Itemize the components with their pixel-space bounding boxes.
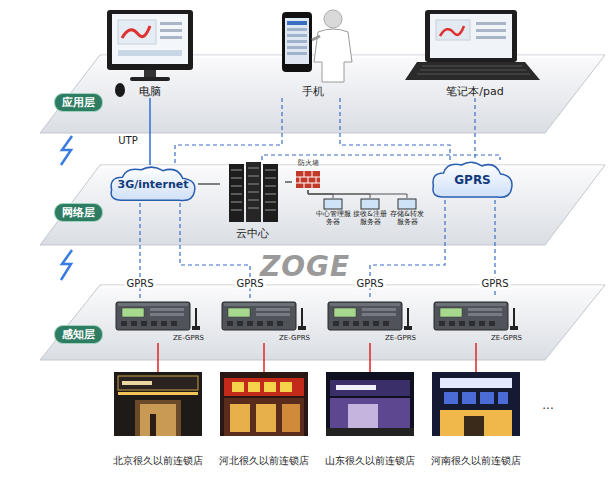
connector <box>308 190 407 198</box>
phone-person-icon <box>282 10 352 82</box>
server-computer-icon <box>324 199 416 209</box>
node-label: ZE-GPRS <box>173 335 204 343</box>
laptop-icon <box>405 10 540 80</box>
layer-tab: 感知层 <box>54 325 103 344</box>
node-label: 电脑 <box>139 86 161 98</box>
node-label: ZE-GPRS <box>279 335 310 343</box>
connector <box>149 98 151 165</box>
node-label: 手机 <box>302 86 324 98</box>
edge-label: GPRS <box>479 278 510 289</box>
computer-icon <box>107 10 193 97</box>
layer-plane <box>40 165 605 245</box>
node-label: 河南很久以前连锁店 <box>431 455 521 467</box>
lightning-symbol <box>61 136 72 280</box>
connector <box>285 181 292 182</box>
internet-cloud: 3G/internet <box>108 165 198 203</box>
node-label: 存储&转发服务器 <box>389 210 425 226</box>
node-label: 山东很久以前连锁店 <box>325 455 415 467</box>
server-rack-icon <box>229 162 278 222</box>
layer-band: 网络层3G/internet云中心防火墙中心管理服务器接收&注册服务器存储&转发… <box>40 165 605 245</box>
node-label: 3G/internet <box>118 178 189 191</box>
edge-label: GPRS <box>124 278 155 289</box>
node-label: 河北很久以前连锁店 <box>219 455 309 467</box>
node-label: 北京很久以前连锁店 <box>113 455 203 467</box>
node-label: GPRS <box>454 173 491 187</box>
plane-highlight <box>102 166 603 168</box>
watermark: ZOGE <box>260 250 350 283</box>
shop-photo <box>114 372 520 436</box>
plane-highlight <box>102 286 603 288</box>
node-label: 云中心 <box>236 228 269 240</box>
layer-tab: 应用层 <box>54 93 103 112</box>
connector <box>340 98 450 160</box>
connector <box>262 155 500 160</box>
connector <box>157 343 159 372</box>
connector <box>474 98 475 160</box>
layer-tab: 网络层 <box>54 203 103 222</box>
node-label: 接收&注册服务器 <box>352 210 388 226</box>
connector <box>198 183 220 184</box>
connector <box>263 343 265 372</box>
connector <box>475 343 477 372</box>
node-label: ZE-GPRS <box>385 335 416 343</box>
connector <box>369 343 371 372</box>
node-label: ZE-GPRS <box>491 335 522 343</box>
gprs-cloud: GPRS <box>430 160 515 200</box>
node-label: 笔记本/pad <box>446 86 503 98</box>
edge-label: UTP <box>116 135 139 146</box>
node-label: 防火墙 <box>298 160 319 168</box>
edge-label: GPRS <box>354 278 385 289</box>
cloud-shape <box>111 167 195 200</box>
gprs-device-icon <box>116 302 518 330</box>
layer-plane <box>40 285 605 360</box>
node-label: 中心管理服务器 <box>315 210 351 226</box>
cloud-shape <box>433 162 512 197</box>
firewall-icon <box>296 171 320 188</box>
ellipsis-mark: ... <box>542 398 553 412</box>
